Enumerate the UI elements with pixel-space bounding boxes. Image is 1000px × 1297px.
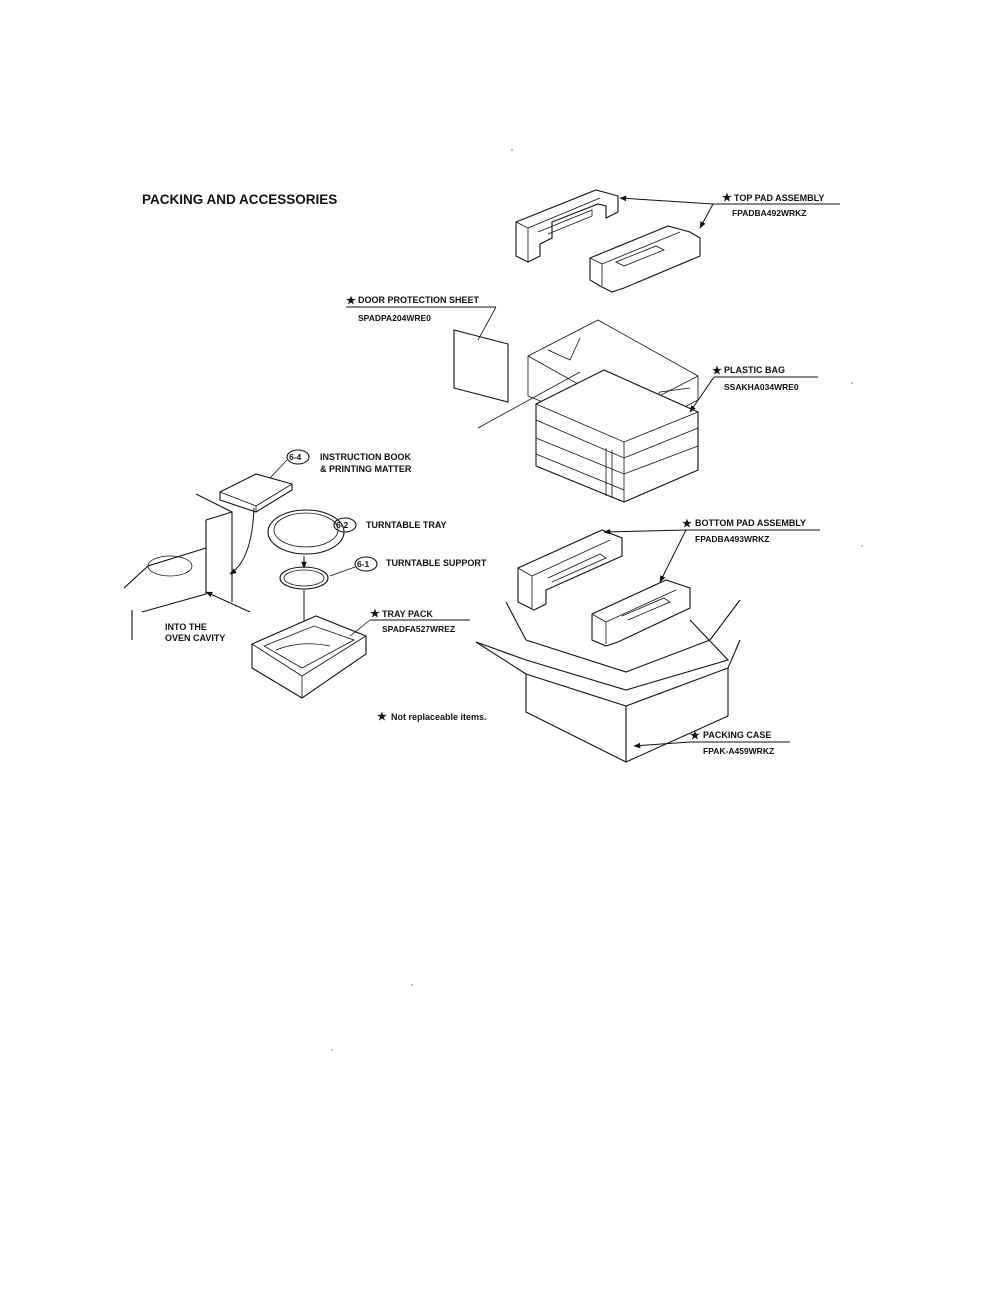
- oven-unit-drawing: [535, 369, 699, 503]
- bottom-pad-label: BOTTOM PAD ASSEMBLY: [695, 518, 806, 528]
- plastic-bag-star: ★: [712, 365, 722, 377]
- packing-case-drawing: [475, 599, 741, 763]
- ref-badge-6-1: [354, 556, 378, 572]
- packing-case-part-number: FPAK-A459WRKZ: [703, 746, 774, 756]
- turntable-support-label: TURNTABLE SUPPORT: [386, 558, 487, 568]
- packing-case-label: PACKING CASE: [703, 730, 771, 740]
- turntable-tray-ref: 6-2: [336, 520, 349, 530]
- footnote-text: Not replaceable items.: [391, 712, 487, 722]
- turntable-tray-label: TURNTABLE TRAY: [366, 520, 447, 530]
- page-title: PACKING AND ACCESSORIES: [142, 192, 337, 207]
- ref-badge-6-2: [333, 517, 357, 533]
- tray-pack-star: ★: [370, 608, 380, 620]
- bottom-pad-drawing: [517, 529, 691, 647]
- top-pad-part-number: FPADBA492WRKZ: [732, 208, 806, 218]
- turntable-tray-drawing: [267, 509, 345, 555]
- oven-cavity-drawing: [123, 493, 233, 640]
- tray-pack-label: TRAY PACK: [382, 609, 433, 619]
- tray-pack-drawing: [251, 615, 367, 699]
- door-sheet-drawing: [453, 329, 509, 403]
- instruction-book-label-2: & PRINTING MATTER: [320, 464, 412, 474]
- footnote-star: ★: [377, 711, 387, 723]
- door-sheet-part-number: SPADPA204WRE0: [358, 313, 431, 323]
- door-sheet-label: DOOR PROTECTION SHEET: [358, 295, 480, 305]
- turntable-support-ref: 6-1: [357, 559, 370, 569]
- top-pad-label: TOP PAD ASSEMBLY: [734, 193, 824, 203]
- tray-pack-part-number: SPADFA527WREZ: [382, 624, 455, 634]
- bottom-pad-part-number: FPADBA493WRKZ: [695, 534, 769, 544]
- oven-cavity-label-1: INTO THE: [165, 622, 207, 632]
- top-pad-star: ★: [722, 192, 732, 204]
- instruction-book-drawing: [219, 473, 293, 513]
- top-pad-drawing: [515, 189, 701, 293]
- instruction-book-label-1: INSTRUCTION BOOK: [320, 452, 411, 462]
- bottom-pad-star: ★: [682, 518, 692, 530]
- door-sheet-star: ★: [346, 295, 356, 307]
- turntable-support-drawing: [279, 566, 329, 590]
- ref-badge-6-4: [286, 449, 310, 465]
- scan-speckles: [331, 149, 863, 1051]
- plastic-bag-label: PLASTIC BAG: [724, 365, 785, 375]
- instruction-book-ref: 6-4: [289, 452, 302, 462]
- plastic-bag-part-number: SSAKHA034WRE0: [724, 382, 799, 392]
- oven-cavity-label-2: OVEN CAVITY: [165, 633, 225, 643]
- packing-case-star: ★: [690, 730, 700, 742]
